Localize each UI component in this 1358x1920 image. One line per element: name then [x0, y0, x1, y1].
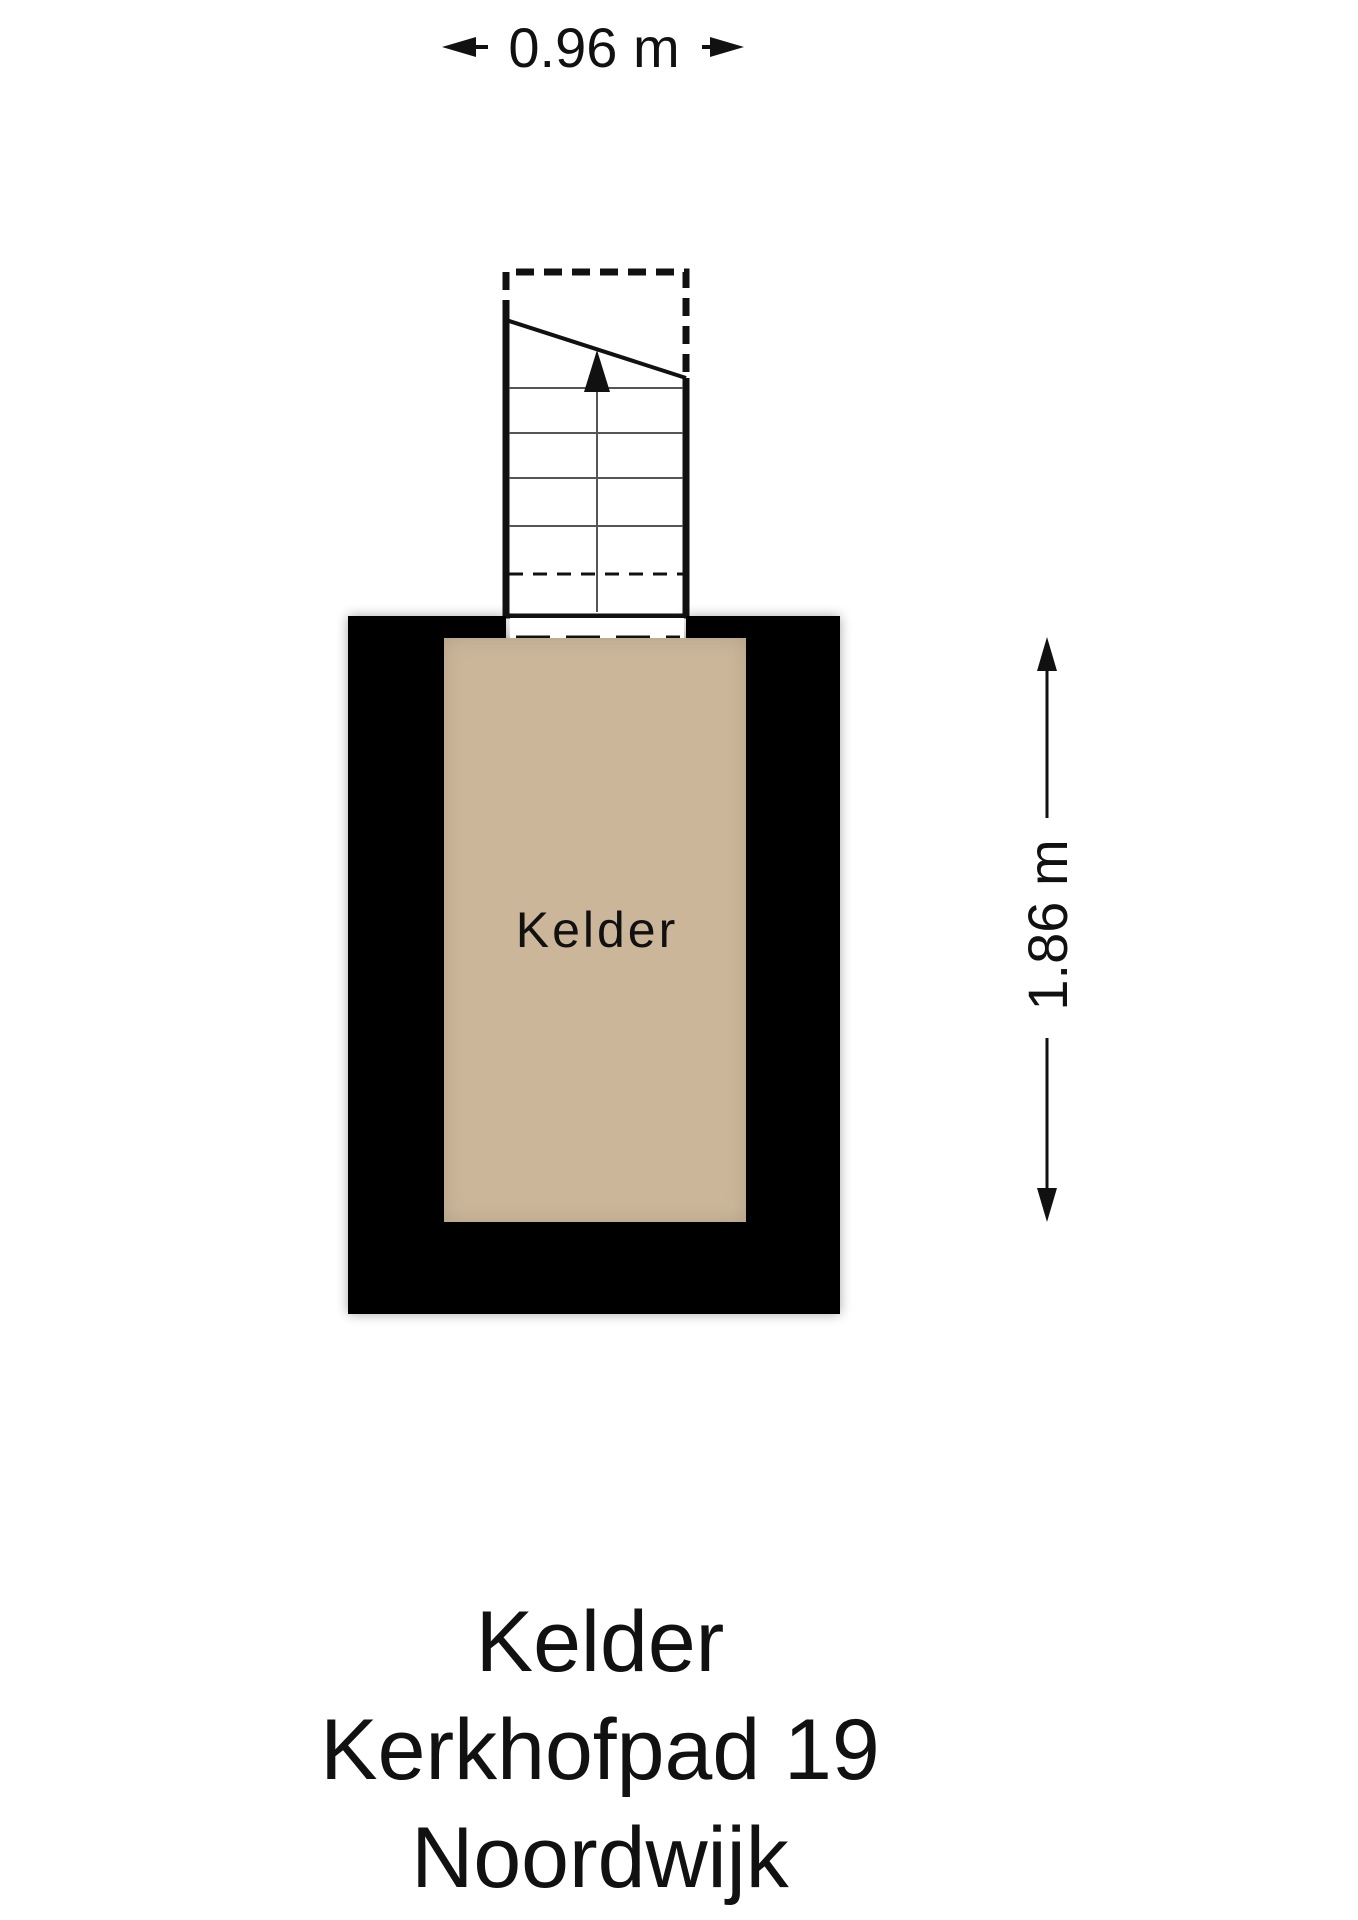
stair-opening [510, 618, 684, 638]
arrow-left-icon [442, 37, 476, 57]
staircase-cut-line [505, 318, 687, 380]
title-block: Kelder Kerkhofpad 19 Noordwijk [0, 1588, 1200, 1912]
staircase [502, 268, 690, 634]
arrow-right-icon [710, 37, 744, 57]
room-label: Kelder [516, 902, 679, 958]
width-dimension: 0.96 m [442, 16, 744, 79]
address-street: Kerkhofpad 19 [320, 1702, 880, 1798]
room-kelder [444, 638, 746, 1222]
width-dimension-label: 0.96 m [508, 16, 679, 79]
height-dimension-label: 1.86 m [1016, 839, 1079, 1010]
address-city: Noordwijk [411, 1810, 789, 1906]
arrow-up-icon [1037, 637, 1057, 671]
floor-title: Kelder [475, 1594, 725, 1690]
arrow-up-icon [584, 350, 610, 392]
arrow-down-icon [1037, 1188, 1057, 1222]
height-dimension: 1.86 m [1016, 637, 1079, 1222]
